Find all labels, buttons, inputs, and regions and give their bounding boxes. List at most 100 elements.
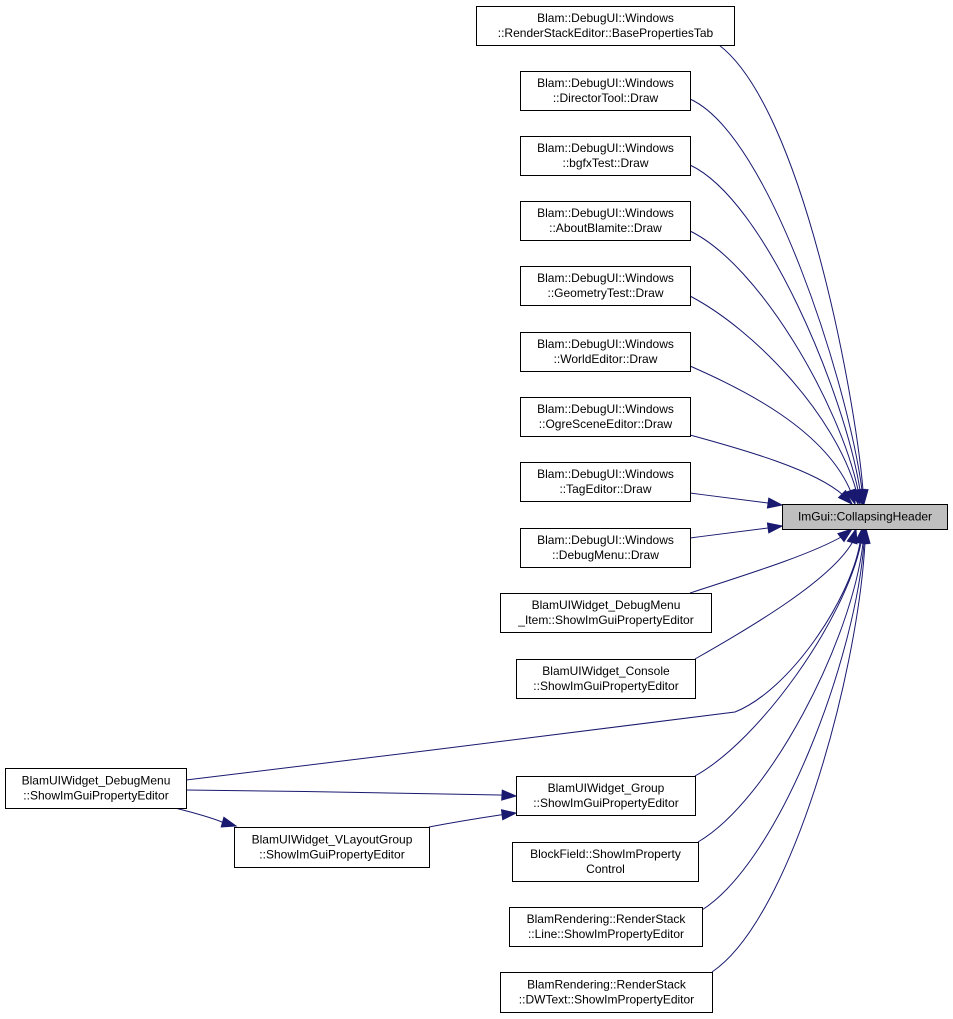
caller-node-render-stack-dwtext[interactable]: BlamRendering::RenderStack::DWText::Show…	[500, 972, 713, 1013]
caller-node-director-tool[interactable]: Blam::DebugUI::Windows::DirectorTool::Dr…	[520, 71, 691, 111]
edge-director_tool-to-target	[689, 98, 868, 506]
edge-arrowhead	[837, 489, 854, 506]
edge-line	[689, 365, 856, 505]
edge-bgfx_test-to-target	[689, 164, 866, 506]
caller-node-geometry-test[interactable]: Blam::DebugUI::Windows::GeometryTest::Dr…	[520, 266, 691, 306]
edges-layer	[174, 44, 871, 973]
edge-render_stack_line-to-target	[701, 527, 870, 911]
edge-ogre_scene_editor-to-target	[689, 434, 854, 506]
node-box[interactable]	[234, 827, 430, 868]
node-box[interactable]	[520, 71, 691, 111]
node-box[interactable]	[509, 907, 703, 947]
node-box[interactable]	[512, 842, 699, 882]
edge-line	[689, 528, 853, 594]
node-label-line: ::ShowImGuiPropertyEditor	[23, 789, 168, 803]
node-box[interactable]	[520, 528, 691, 568]
edge-debug_menu-to-group	[185, 789, 518, 801]
edge-about_blamite-to-target	[689, 230, 864, 506]
edge-arrowhead	[766, 497, 784, 509]
edge-arrowhead	[859, 527, 871, 544]
edge-line	[185, 789, 517, 797]
node-label-line: ::GeometryTest::Draw	[547, 286, 663, 300]
edge-line	[694, 528, 857, 660]
node-label-line: Blam::DebugUI::Windows	[537, 467, 674, 481]
edge-line	[718, 44, 865, 505]
edge-line	[689, 230, 861, 505]
caller-node-tag-editor[interactable]: Blam::DebugUI::Windows::TagEditor::Draw	[520, 462, 691, 502]
node-label-line: ::OgreSceneEditor::Draw	[539, 417, 673, 431]
caller-node-debug-menu[interactable]: BlamUIWidget_DebugMenu::ShowImGuiPropert…	[5, 768, 187, 809]
edge-debug_menu_item-to-target	[689, 528, 854, 594]
edge-line	[689, 434, 853, 505]
caller-node-ogre-scene-editor[interactable]: Blam::DebugUI::Windows::OgreSceneEditor:…	[520, 397, 691, 437]
node-label-line: ::AboutBlamite::Draw	[549, 221, 662, 235]
caller-node-world-editor[interactable]: Blam::DebugUI::Windows::WorldEditor::Dra…	[520, 332, 691, 372]
edge-base_properties_tab-to-target	[718, 44, 869, 506]
edge-geometry_test-to-target	[689, 295, 862, 506]
node-box[interactable]	[520, 332, 691, 372]
node-box[interactable]	[476, 6, 735, 46]
edge-tag_editor-to-target	[689, 492, 784, 509]
node-label-line: BlamRendering::RenderStack	[527, 912, 687, 926]
nodes-layer: ImGui::CollapsingHeaderBlam::DebugUI::Wi…	[5, 6, 948, 1013]
node-label-line: ::ShowImGuiPropertyEditor	[533, 796, 678, 810]
node-label-line: BlamUIWidget_Group	[548, 781, 665, 795]
edge-debug_menu-to-vlayout_group	[174, 807, 238, 828]
node-label-line: ::WorldEditor::Draw	[554, 352, 658, 366]
edge-arrowhead	[837, 528, 854, 543]
node-label-line: Blam::DebugUI::Windows	[537, 76, 674, 90]
node-box[interactable]	[520, 397, 691, 437]
edge-arrowhead	[501, 789, 518, 801]
edge-debug_menu_draw-to-target	[689, 522, 784, 539]
node-label-line: Blam::DebugUI::Windows	[537, 11, 674, 25]
node-box[interactable]	[516, 776, 696, 816]
edge-line	[697, 528, 866, 843]
edge-world_editor-to-target	[689, 365, 856, 506]
node-label-line: Blam::DebugUI::Windows	[537, 141, 674, 155]
caller-node-render-stack-line[interactable]: BlamRendering::RenderStack::Line::ShowIm…	[509, 907, 703, 947]
node-box[interactable]	[500, 593, 712, 633]
node-label-line: Blam::DebugUI::Windows	[537, 533, 674, 547]
node-label-line: ::DWText::ShowImPropertyEditor	[519, 993, 694, 1007]
edge-line	[185, 528, 863, 781]
edge-line	[701, 528, 866, 911]
node-box[interactable]	[520, 462, 691, 502]
node-label-line: BlamUIWidget_Console	[542, 664, 670, 678]
caller-node-debug-menu-draw[interactable]: Blam::DebugUI::Windows::DebugMenu::Draw	[520, 528, 691, 568]
caller-node-base-properties-tab[interactable]: Blam::DebugUI::Windows::RenderStackEdito…	[476, 6, 735, 46]
node-label-line: Blam::DebugUI::Windows	[537, 402, 674, 416]
node-box[interactable]	[500, 972, 713, 1013]
edge-block_field-to-target	[697, 527, 869, 843]
edge-console-to-target	[694, 527, 858, 660]
caller-node-console[interactable]: BlamUIWidget_Console::ShowImGuiPropertyE…	[516, 659, 696, 699]
node-label-line: Control	[586, 862, 625, 876]
caller-node-bgfx-test[interactable]: Blam::DebugUI::Windows::bgfxTest::Draw	[520, 136, 691, 176]
edge-line	[689, 295, 859, 505]
edge-arrowhead	[500, 809, 518, 821]
edge-line	[689, 98, 864, 505]
caller-node-debug-menu-item[interactable]: BlamUIWidget_DebugMenu_Item::ShowImGuiPr…	[500, 593, 712, 633]
node-label-line: ::TagEditor::Draw	[559, 482, 651, 496]
node-box[interactable]	[520, 266, 691, 306]
node-box[interactable]	[516, 659, 696, 699]
node-label-line: ::ShowImGuiPropertyEditor	[259, 848, 404, 862]
node-box[interactable]	[520, 201, 691, 241]
caller-node-group[interactable]: BlamUIWidget_Group::ShowImGuiPropertyEdi…	[516, 776, 696, 816]
node-box[interactable]	[520, 136, 691, 176]
node-label-line: Blam::DebugUI::Windows	[537, 337, 674, 351]
node-box[interactable]	[5, 768, 187, 809]
caller-node-vlayout-group[interactable]: BlamUIWidget_VLayoutGroup::ShowImGuiProp…	[234, 827, 430, 868]
edge-arrowhead	[844, 488, 856, 506]
edge-vlayout_group-to-group	[428, 809, 518, 828]
target-node[interactable]: ImGui::CollapsingHeader	[782, 504, 948, 530]
node-label-line: ::ShowImGuiPropertyEditor	[533, 679, 678, 693]
node-label-line: ::DebugMenu::Draw	[552, 548, 659, 562]
node-label-line: ::bgfxTest::Draw	[562, 156, 648, 170]
node-box[interactable]	[782, 504, 948, 530]
caller-node-about-blamite[interactable]: Blam::DebugUI::Windows::AboutBlamite::Dr…	[520, 201, 691, 241]
node-label-line: _Item::ShowImGuiPropertyEditor	[517, 613, 693, 627]
edge-render_stack_dwtext-to-target	[711, 527, 871, 973]
edge-line	[711, 528, 867, 973]
